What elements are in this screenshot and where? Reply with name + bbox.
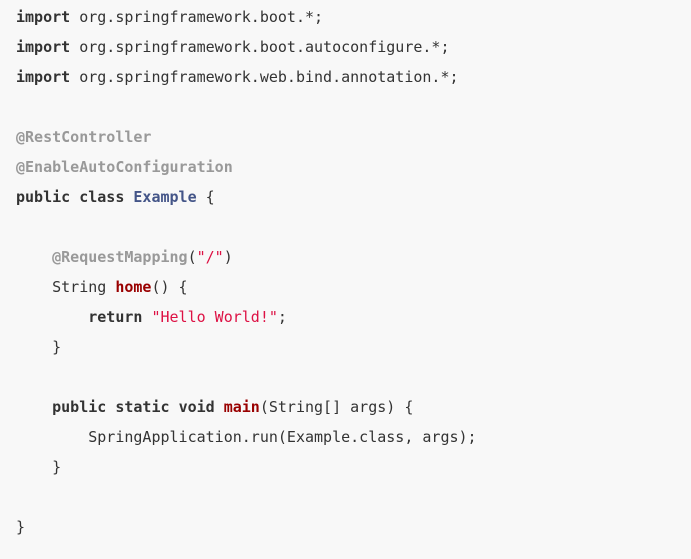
code-text xyxy=(170,398,179,416)
code-keyword: import xyxy=(16,38,71,56)
code-text: } xyxy=(16,338,62,356)
code-text: String xyxy=(16,278,116,296)
code-text xyxy=(106,398,115,416)
code-function-name: main xyxy=(223,398,260,416)
code-line xyxy=(16,362,691,392)
code-line: @RestController xyxy=(16,122,691,152)
code-text: ( xyxy=(187,248,197,266)
code-line: return "Hello World!"; xyxy=(16,302,691,332)
code-keyword: import xyxy=(16,8,71,26)
code-keyword: import xyxy=(16,68,71,86)
code-text: (String[] args) { xyxy=(259,398,414,416)
code-line xyxy=(16,212,691,242)
code-text: } xyxy=(16,518,26,536)
code-text: ; xyxy=(277,308,287,326)
code-line: import org.springframework.boot.autoconf… xyxy=(16,32,691,62)
code-keyword: void xyxy=(178,398,215,416)
code-line: } xyxy=(16,452,691,482)
code-line: } xyxy=(16,332,691,362)
code-line: public class Example { xyxy=(16,182,691,212)
code-class-name: Example xyxy=(133,188,197,206)
code-line xyxy=(16,482,691,512)
code-line: String home() { xyxy=(16,272,691,302)
code-text: org.springframework.boot.*; xyxy=(70,8,324,26)
code-text: org.springframework.web.bind.annotation.… xyxy=(70,68,459,86)
code-string: "Hello World!" xyxy=(151,308,278,326)
code-keyword: public xyxy=(52,398,107,416)
code-line xyxy=(16,92,691,122)
code-line: public static void main(String[] args) { xyxy=(16,392,691,422)
code-line: import org.springframework.boot.*; xyxy=(16,2,691,32)
code-text xyxy=(16,248,52,266)
code-text: SpringApplication.run(Example.class, arg… xyxy=(16,428,477,446)
code-text xyxy=(70,188,79,206)
code-text: } xyxy=(16,458,62,476)
code-annotation: @RestController xyxy=(16,128,152,146)
code-line: @EnableAutoConfiguration xyxy=(16,152,691,182)
code-line: import org.springframework.web.bind.anno… xyxy=(16,62,691,92)
code-text: ) xyxy=(223,248,233,266)
code-keyword: static xyxy=(115,398,170,416)
code-annotation: @EnableAutoConfiguration xyxy=(16,158,233,176)
code-text: () { xyxy=(151,278,188,296)
code-keyword: class xyxy=(79,188,125,206)
code-line: } xyxy=(16,512,691,542)
code-text xyxy=(16,398,52,416)
code-keyword: public xyxy=(16,188,71,206)
code-text xyxy=(16,308,88,326)
code-function-name: home xyxy=(115,278,152,296)
code-text: org.springframework.boot.autoconfigure.*… xyxy=(70,38,450,56)
code-string: "/" xyxy=(196,248,224,266)
code-keyword: return xyxy=(88,308,143,326)
code-line: SpringApplication.run(Example.class, arg… xyxy=(16,422,691,452)
code-annotation: @RequestMapping xyxy=(52,248,188,266)
code-text: { xyxy=(196,188,215,206)
code-line: @RequestMapping("/") xyxy=(16,242,691,272)
code-text xyxy=(215,398,224,416)
